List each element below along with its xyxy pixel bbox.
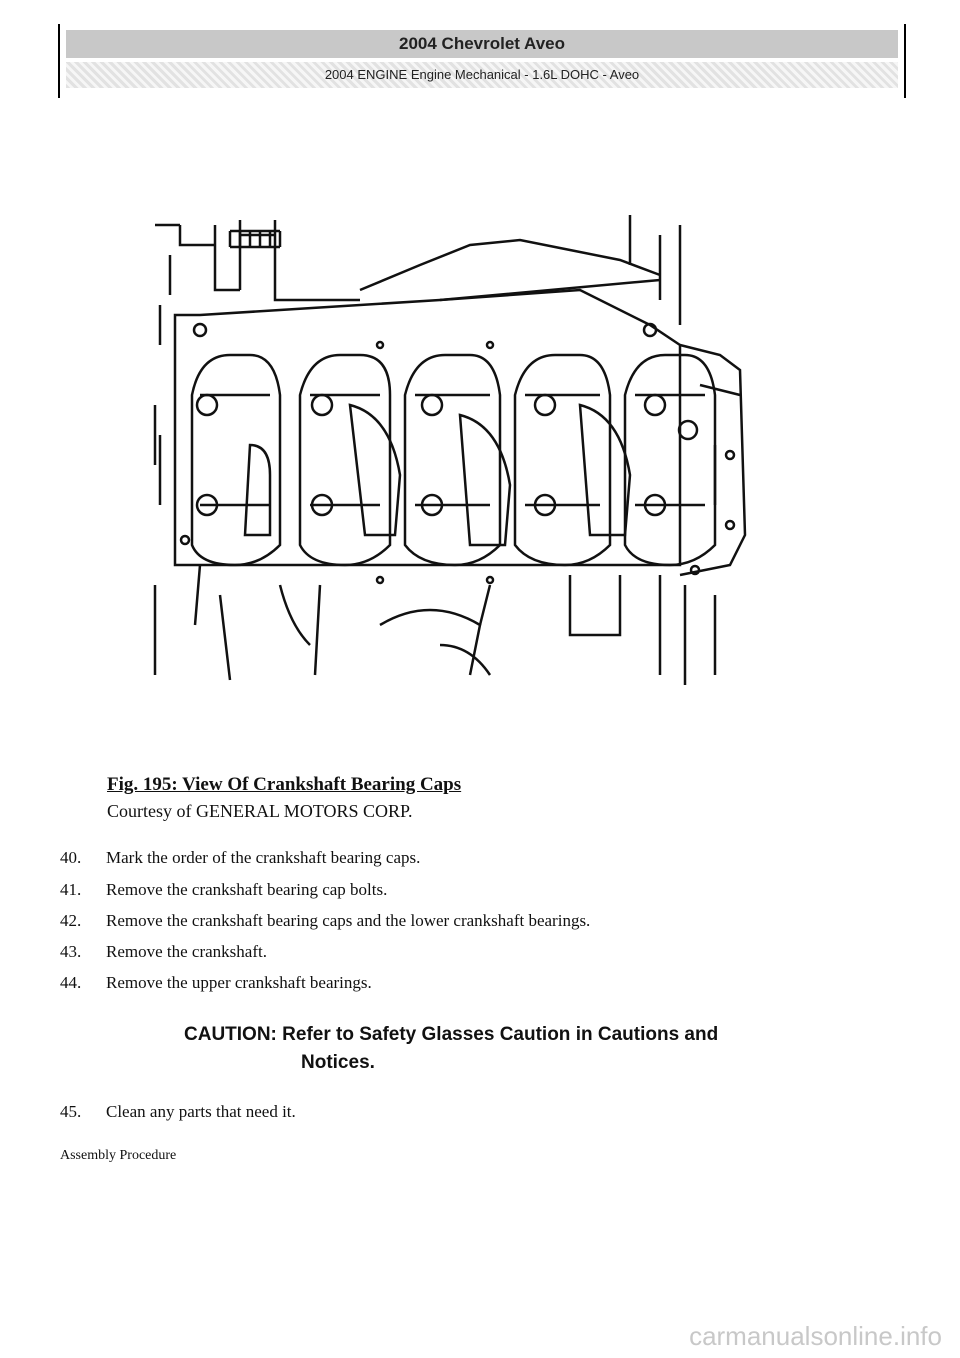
- procedure-step: 41. Remove the crankshaft bearing cap bol…: [60, 880, 387, 900]
- step-number: 41.: [60, 880, 82, 899]
- caution-line-2: Notices.: [301, 1052, 375, 1073]
- step-text: Remove the crankshaft.: [106, 942, 267, 961]
- caution-line-1: CAUTION: Refer to Safety Glasses Caution…: [184, 1024, 719, 1045]
- step-number: 45.: [60, 1102, 82, 1121]
- procedure-step: 42. Remove the crankshaft bearing caps an…: [60, 911, 590, 931]
- step-text: Remove the crankshaft bearing cap bolts.: [106, 880, 388, 899]
- document-subtitle: 2004 ENGINE Engine Mechanical - 1.6L DOH…: [66, 62, 898, 88]
- bolt-top: [228, 229, 282, 249]
- step-text: Remove the upper crankshaft bearings.: [106, 973, 372, 992]
- figure-credit: Courtesy of GENERAL MOTORS CORP.: [107, 801, 413, 821]
- step-number: 43.: [60, 942, 82, 961]
- figure-caption: Fig. 195: View Of Crankshaft Bearing Cap…: [107, 774, 462, 795]
- document-title: 2004 Chevrolet Aveo: [66, 30, 898, 58]
- step-number: 40.: [60, 848, 82, 867]
- step-text: Mark the order of the crankshaft bearing…: [106, 848, 421, 867]
- bearing-caps: [190, 353, 717, 567]
- caution-note: CAUTION: Refer to Safety Glasses Caution…: [184, 1021, 834, 1077]
- procedure-step: 44. Remove the upper crankshaft bearings.: [60, 973, 372, 993]
- section-subheading: Assembly Procedure: [60, 1148, 177, 1163]
- step-text: Remove the crankshaft bearing caps and t…: [106, 911, 591, 930]
- step-number: 42.: [60, 911, 82, 930]
- procedure-step: 40. Mark the order of the crankshaft bear…: [60, 848, 420, 868]
- crankshaft-bearing-caps-illustration: [153, 215, 747, 685]
- procedure-step: 43. Remove the crankshaft.: [60, 942, 267, 962]
- procedure-step: 45. Clean any parts that need it.: [60, 1102, 296, 1122]
- engine-block-outline: [153, 215, 747, 685]
- block-holes: [179, 322, 736, 585]
- site-watermark: carmanualsonline.info: [689, 1321, 942, 1351]
- step-text: Clean any parts that need it.: [106, 1102, 296, 1121]
- page-header: 2004 Chevrolet Aveo 2004 ENGINE Engine M…: [58, 24, 906, 98]
- step-number: 44.: [60, 973, 82, 992]
